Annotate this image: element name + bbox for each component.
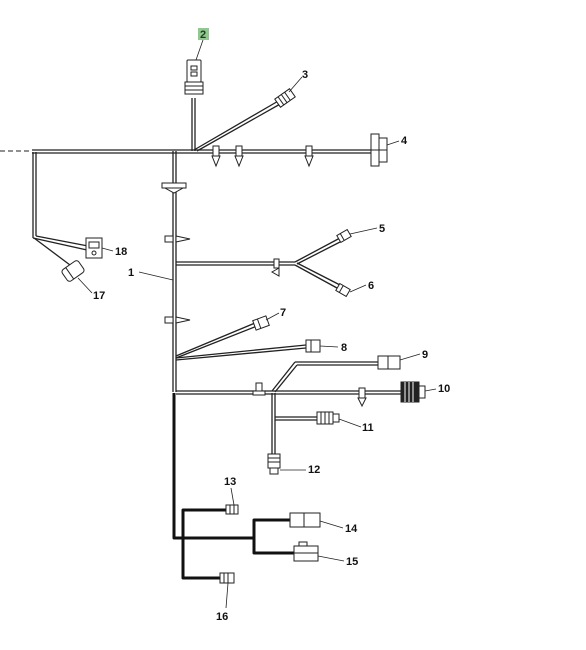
wire-to-6 <box>294 264 338 289</box>
connector-4 <box>370 133 388 167</box>
wire-to-15 <box>252 538 294 555</box>
wire-to-18-b <box>35 235 89 247</box>
leader-4 <box>386 140 400 146</box>
clip-trunk-2 <box>164 235 191 243</box>
connector-2 <box>184 59 204 95</box>
leader-16 <box>225 582 229 609</box>
wire-to-5-b <box>296 241 341 265</box>
leader-3 <box>288 76 303 93</box>
connector-10 <box>400 381 426 403</box>
connector-12 <box>267 453 281 475</box>
wire-to-3-b <box>196 102 283 152</box>
leader-9 <box>399 353 421 361</box>
wire-to-8 <box>175 344 307 359</box>
callout-14: 14 <box>345 523 358 535</box>
callout-13: 13 <box>224 476 236 488</box>
wire-to-16 <box>181 538 220 580</box>
leader-7 <box>265 312 280 321</box>
clip-top-1 <box>211 145 221 168</box>
leader-5 <box>349 227 378 235</box>
clip-trunk-1 <box>161 182 187 194</box>
callout-5: 5 <box>379 223 385 235</box>
connector-7 <box>252 315 270 331</box>
wire-to-9-b <box>274 364 298 393</box>
clip-branch-10-b <box>357 387 367 408</box>
wire-to-7 <box>175 322 256 357</box>
callout-16: 16 <box>216 611 228 623</box>
connector-9 <box>377 355 401 370</box>
callout-15: 15 <box>346 556 358 568</box>
leader-1 <box>138 271 174 281</box>
leader-17 <box>77 277 93 294</box>
callout-17: 17 <box>93 290 105 302</box>
callouts: 1 2 3 4 5 6 7 8 9 10 11 12 13 14 15 16 1… <box>93 28 450 623</box>
connectors <box>61 59 426 584</box>
callout-6: 6 <box>368 280 374 292</box>
leader-lines <box>77 39 437 609</box>
leader-18 <box>101 247 114 252</box>
clip-branch-5-6 <box>270 258 280 277</box>
leader-13 <box>230 487 235 506</box>
lower-heavy-harness <box>172 393 294 580</box>
leader-14 <box>319 520 344 529</box>
callout-12: 12 <box>308 464 320 476</box>
connector-16 <box>219 572 235 584</box>
wire-to-8-b <box>175 347 307 361</box>
clip-branch-10 <box>252 382 266 396</box>
wire-to-5 <box>294 237 341 263</box>
wire-clips <box>161 145 367 408</box>
callout-18: 18 <box>115 246 127 258</box>
connector-11 <box>316 411 340 425</box>
callout-2-highlight <box>198 28 209 40</box>
lower-trunk <box>172 393 183 540</box>
clip-trunk-3 <box>164 316 191 324</box>
connector-3 <box>274 88 296 108</box>
callout-8: 8 <box>341 342 347 354</box>
connector-15 <box>293 541 319 562</box>
clip-top-2 <box>234 145 244 168</box>
callout-9: 9 <box>422 349 428 361</box>
connector-17 <box>61 260 85 282</box>
leader-11 <box>338 418 362 428</box>
wire-to-18 <box>32 237 88 251</box>
clip-top-3 <box>304 145 314 168</box>
connector-5 <box>336 228 352 244</box>
harness-wires <box>0 98 403 454</box>
wire-to-9 <box>271 361 296 392</box>
callout-7: 7 <box>280 307 286 319</box>
wire-to-17 <box>33 237 71 266</box>
leader-10 <box>424 388 437 392</box>
leader-2 <box>195 39 204 61</box>
wire-to-13 <box>181 508 226 538</box>
callout-4: 4 <box>401 135 408 147</box>
callout-10: 10 <box>438 383 450 395</box>
wire-to-14 <box>252 518 290 538</box>
callout-1: 1 <box>128 267 134 279</box>
wire-to-3 <box>193 99 281 151</box>
leader-6 <box>349 284 367 293</box>
callout-2: 2 <box>200 29 206 41</box>
callout-11: 11 <box>362 422 374 434</box>
connector-18 <box>85 237 103 259</box>
connector-6 <box>335 282 351 298</box>
leader-8 <box>319 345 339 348</box>
leader-15 <box>317 555 345 562</box>
connector-8 <box>305 339 321 353</box>
wire-to-7-b <box>175 325 258 359</box>
wire-to-6-b <box>296 262 341 286</box>
connector-13 <box>225 504 239 515</box>
callout-3: 3 <box>302 69 308 81</box>
connector-14 <box>289 512 321 528</box>
